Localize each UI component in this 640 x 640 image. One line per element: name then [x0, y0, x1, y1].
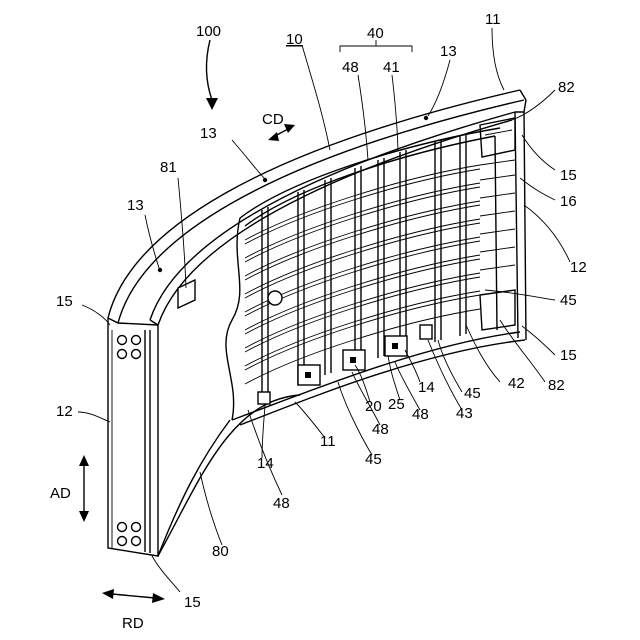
label-13-top: 13	[440, 43, 457, 60]
label-82-bottom: 82	[548, 377, 565, 394]
label-45-mid: 45	[464, 385, 481, 402]
label-20: 20	[365, 398, 382, 415]
label-45-bottom: 45	[365, 451, 382, 468]
label-15-left: 15	[56, 293, 73, 310]
label-11-bottom: 11	[320, 433, 336, 450]
right-end-structure	[480, 112, 526, 340]
label-13-far: 13	[127, 197, 144, 214]
label-48-top: 48	[342, 59, 359, 76]
label-42: 42	[508, 375, 525, 392]
rim-holes	[158, 116, 428, 272]
label-cd: CD	[262, 111, 284, 128]
left-end-block	[108, 318, 158, 556]
label-16: 16	[560, 193, 577, 210]
label-12-left: 12	[56, 403, 73, 420]
label-15-bottom: 15	[184, 594, 201, 611]
label-81: 81	[160, 159, 177, 176]
label-40: 40	[367, 25, 384, 42]
label-ad: AD	[50, 485, 71, 502]
label-80: 80	[212, 543, 229, 560]
label-48-low: 48	[372, 421, 389, 438]
label-25: 25	[388, 396, 405, 413]
label-15-right-top: 15	[560, 167, 577, 184]
label-45-right: 45	[560, 292, 577, 309]
label-41: 41	[383, 59, 400, 76]
label-11-top: 11	[485, 11, 501, 28]
label-100: 100	[196, 23, 221, 40]
label-rd: RD	[122, 615, 144, 632]
bottom-brackets	[178, 280, 432, 404]
label-14-mid: 14	[418, 379, 435, 396]
label-48-mid: 48	[412, 406, 429, 423]
label-10: 10	[286, 31, 303, 48]
label-43: 43	[456, 405, 473, 422]
label-13-left: 13	[200, 125, 217, 142]
label-14-left: 14	[257, 455, 274, 472]
label-82-top: 82	[558, 79, 575, 96]
label-15-right-bottom: 15	[560, 347, 577, 364]
label-48-bottom: 48	[273, 495, 290, 512]
label-12-right: 12	[570, 259, 587, 276]
